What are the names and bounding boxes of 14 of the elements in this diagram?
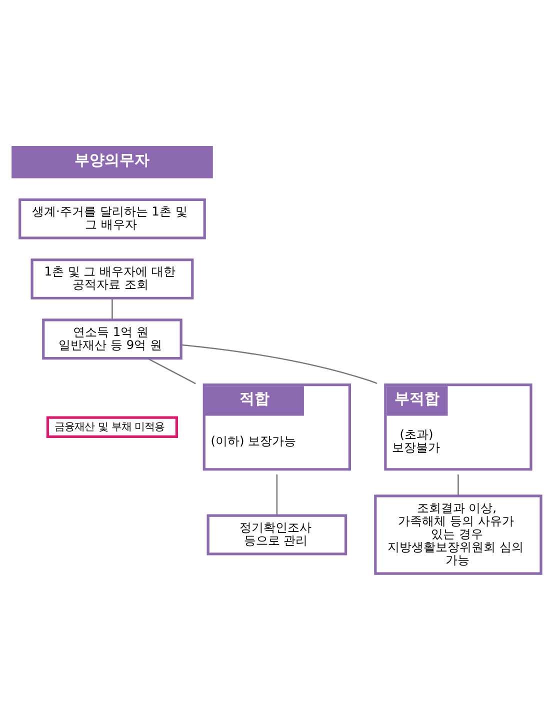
node-box: 금융재산 및 부채 미적용	[46, 416, 178, 438]
connector	[147, 358, 196, 384]
node-box: 생계·주거를 달리하는 1촌 및 그 배우자	[18, 198, 206, 240]
node-box: 연소득 1억 원 일반재산 등 9억 원	[42, 318, 182, 360]
node-box: 적합 (이하) 보장가능	[202, 384, 352, 471]
node-box: 1촌 및 그 배우자에 대한 공적자료 조회	[30, 258, 194, 300]
connector	[112, 298, 113, 320]
connector	[181, 344, 378, 384]
node-box: 정기확인조사 등으로 관리	[206, 514, 348, 556]
node-box: 부적합 (초과) 보장불가	[384, 384, 532, 471]
connector	[276, 474, 278, 516]
connector	[458, 474, 459, 496]
node-box: 조회결과 이상, 가족해체 등의 사유가 있는 경우 지방생활보장위원회 심의 가능	[374, 494, 542, 575]
node-box: 부양의무자	[12, 146, 213, 178]
